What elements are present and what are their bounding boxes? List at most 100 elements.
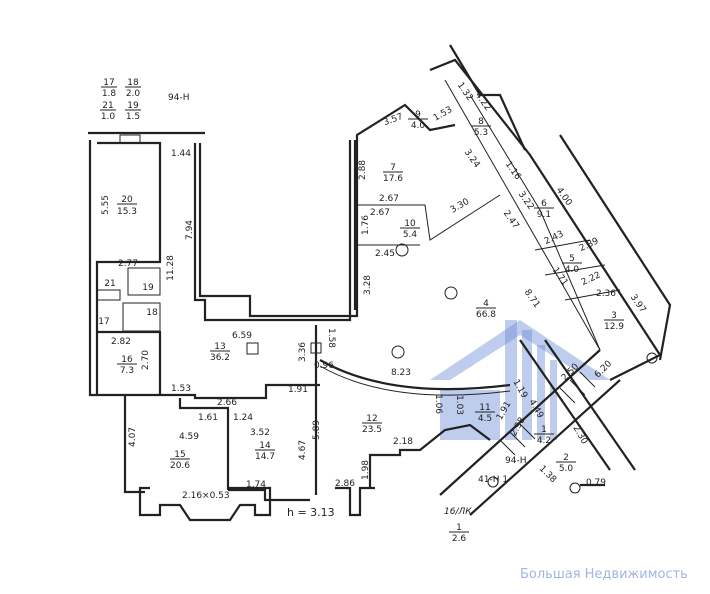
room-number: 20 <box>121 195 133 205</box>
dimension-label: 3.24 <box>462 148 482 170</box>
room-number: 15 <box>174 450 185 460</box>
room-number: 4 <box>483 299 489 309</box>
legend-area: 2.0 <box>126 89 141 99</box>
room-20: 20 15.3 <box>117 195 137 217</box>
plan-labels: 94-Н 94-Н 41-Н 1 16/ЛК h = 3.13 2.16×0.5… <box>168 93 526 519</box>
room-number: 9 <box>415 110 421 120</box>
window-size: 2.16×0.53 <box>182 491 230 501</box>
dimension-label: 2.67 <box>379 194 399 204</box>
dimension-label: 2.70 <box>141 350 151 370</box>
room-number: 8 <box>478 117 484 127</box>
legend-num: 18 <box>127 78 139 88</box>
room-number: 11 <box>479 403 490 413</box>
room-1: 14.2 <box>534 425 554 446</box>
dimension-label: 2.22 <box>580 270 602 288</box>
dimension-label: 3.28 <box>363 275 373 295</box>
room-number: 2 <box>563 453 569 463</box>
legend: 17 1.8 18 2.0 21 1.0 19 1.5 <box>100 78 141 122</box>
room-7: 717.6 <box>383 163 403 184</box>
room-2: 25.0 <box>556 453 576 474</box>
room-area: 4.0 <box>565 265 580 275</box>
room-area: 4.0 <box>411 121 426 131</box>
dimension-label: 2.67 <box>370 208 390 218</box>
legend-num: 21 <box>102 101 113 111</box>
dimension-label: 1.74 <box>246 480 266 490</box>
dimension-label: 2.45 <box>375 249 395 259</box>
room-area: 15.3 <box>117 207 137 217</box>
dimension-label: 2.30 <box>570 424 589 447</box>
room-area: 36.2 <box>210 353 230 363</box>
stair-code: 16/ЛК <box>444 507 472 517</box>
room-8: 85.3 <box>471 117 491 138</box>
room-area: 14.7 <box>255 452 275 462</box>
room-21: 21 <box>104 279 115 289</box>
room-number: 10 <box>404 219 416 229</box>
dimension-label: 0.96 <box>314 361 334 371</box>
dimension-label: 5.55 <box>101 195 111 215</box>
room-4: 466.8 <box>476 299 496 320</box>
room-6: 69.1 <box>534 199 554 220</box>
watermark-logo: Большая Недвижимость <box>430 320 688 582</box>
room-area: 20.6 <box>170 461 190 471</box>
room-19: 19 <box>142 283 154 293</box>
dimension-label: 8.23 <box>391 368 411 378</box>
dimension-label: 2.36 <box>596 289 616 299</box>
room-area: 5.3 <box>474 128 488 138</box>
dimension-label: 11.28 <box>166 255 176 281</box>
room-number: 1 <box>456 523 462 533</box>
room-area: 12.9 <box>604 322 624 332</box>
room-area: 23.5 <box>362 425 382 435</box>
axis-label: 41-Н 1 <box>478 475 508 485</box>
room-number: 14 <box>259 441 271 451</box>
dimension-label: 4.07 <box>128 427 138 447</box>
dimension-label: 2.66 <box>217 398 237 408</box>
dimension-label: 1.44 <box>171 149 191 159</box>
room-10: 105.4 <box>400 219 420 240</box>
dimension-label: 2.86 <box>335 479 355 489</box>
room-number: 6 <box>541 199 547 209</box>
dimension-label: 2.39 <box>578 236 601 254</box>
room-area: 5.0 <box>559 464 574 474</box>
stair-1: 12.6 <box>449 523 469 544</box>
watermark-text: Большая Недвижимость <box>520 567 688 582</box>
room-number: 1 <box>541 425 547 435</box>
dimension-label: 2.47 <box>501 209 521 231</box>
dimension-label: 7.94 <box>185 220 195 240</box>
axis-label: 94-Н <box>168 93 189 103</box>
room-area: 9.1 <box>537 210 551 220</box>
dimension-label: 3.52 <box>250 428 270 438</box>
room-number: 13 <box>214 342 225 352</box>
legend-num: 17 <box>103 78 114 88</box>
axis-label: 94-Н <box>505 456 526 466</box>
room-area: 4.5 <box>478 414 492 424</box>
room-area: 2.6 <box>452 534 467 544</box>
dimension-label: 5.89 <box>312 420 322 440</box>
dimension-label: 1.98 <box>361 460 371 480</box>
room-number: 12 <box>366 414 377 424</box>
legend-area: 1.8 <box>102 89 117 99</box>
dimension-label: 1.06 <box>433 394 443 414</box>
dimension-label: 2.77 <box>118 259 138 269</box>
room-number: 3 <box>611 311 617 321</box>
dimension-label: 2.82 <box>111 337 131 347</box>
room-number: 5 <box>569 254 575 264</box>
dimension-label: 3.36 <box>298 342 308 362</box>
dimension-label: 1.38 <box>537 464 558 485</box>
dimension-label: 1.53 <box>432 105 454 124</box>
dimension-label: 4.59 <box>179 432 199 442</box>
room-18: 18 <box>146 308 158 318</box>
dimension-label: 1.58 <box>326 328 336 348</box>
dimension-label: 1.03 <box>454 395 464 415</box>
dimension-label: 0.79 <box>586 478 606 488</box>
walls <box>88 44 672 522</box>
ceiling-height: h = 3.13 <box>287 506 335 519</box>
legend-num: 19 <box>127 101 139 111</box>
room-area: 7.3 <box>120 366 134 376</box>
dimension-label: 1.16 <box>503 160 523 182</box>
room-3: 312.9 <box>604 311 624 332</box>
dimension-label: 2.43 <box>543 229 565 247</box>
room-area: 5.4 <box>403 230 418 240</box>
